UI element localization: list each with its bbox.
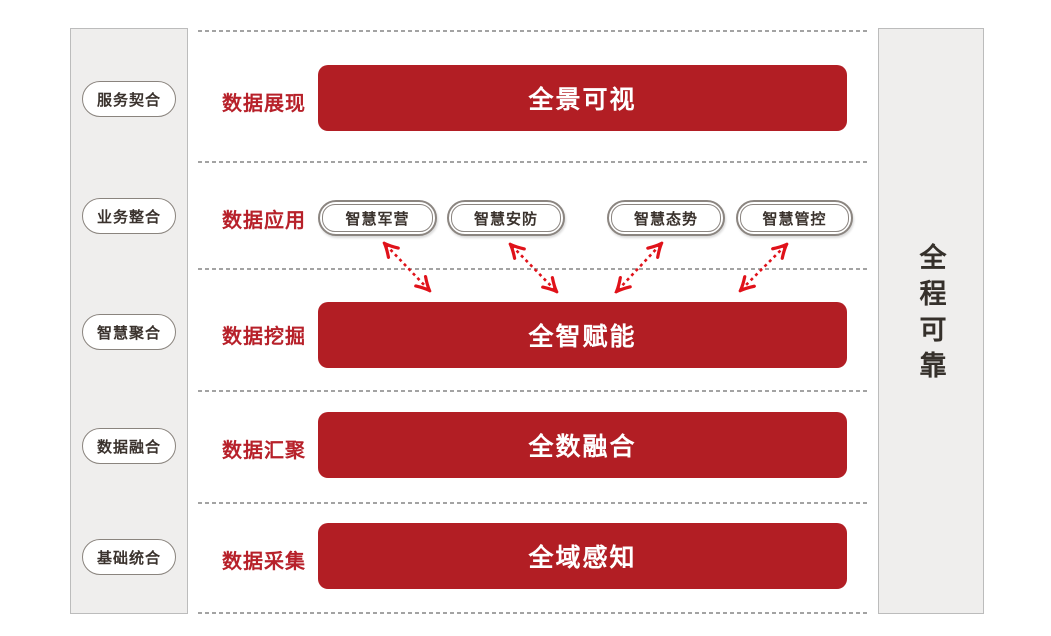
section-divider: [198, 502, 868, 504]
section-divider: [198, 161, 868, 163]
row-label-data-presentation: 数据展现: [222, 93, 306, 115]
app-pill-label: 智慧军营: [322, 204, 433, 232]
bar-full-data-fusion: 全数融合: [318, 412, 847, 478]
app-pill-smart-barracks: 智慧军营: [318, 200, 437, 236]
app-pill-smart-situation: 智慧态势: [607, 200, 725, 236]
app-pill-label: 智慧态势: [611, 204, 721, 232]
app-pill-smart-control: 智慧管控: [736, 200, 853, 236]
capability-pill-business-integration: 业务整合: [82, 198, 176, 234]
guarantee-vertical-label: 全程可靠: [915, 243, 946, 388]
bar-full-intelligence-empowerment: 全智赋能: [318, 302, 847, 368]
left-capability-panel: 服务契合 业务整合 智慧聚合 数据融合 基础统合: [70, 28, 188, 614]
bar-full-domain-sensing: 全域感知: [318, 523, 847, 589]
section-divider: [198, 390, 868, 392]
capability-pill-data-fusion: 数据融合: [82, 428, 176, 464]
connection-arrow: [386, 245, 428, 289]
app-pill-label: 智慧管控: [740, 204, 849, 232]
app-pill-label: 智慧安防: [451, 204, 561, 232]
capability-pill-basic-unification: 基础统合: [82, 539, 176, 575]
bar-panoramic-visualization: 全景可视: [318, 65, 847, 131]
section-divider: [198, 612, 868, 614]
section-divider: [198, 30, 868, 32]
capability-pill-service-fit: 服务契合: [82, 81, 176, 117]
row-label-data-mining: 数据挖掘: [222, 326, 306, 348]
right-guarantee-panel: 全程可靠: [878, 28, 984, 614]
row-label-data-convergence: 数据汇聚: [222, 440, 306, 462]
section-divider: [198, 268, 868, 270]
row-label-data-collection: 数据采集: [222, 551, 306, 573]
capability-pill-smart-aggregation: 智慧聚合: [82, 314, 176, 350]
row-label-data-application: 数据应用: [222, 210, 306, 232]
app-pill-smart-security: 智慧安防: [447, 200, 565, 236]
